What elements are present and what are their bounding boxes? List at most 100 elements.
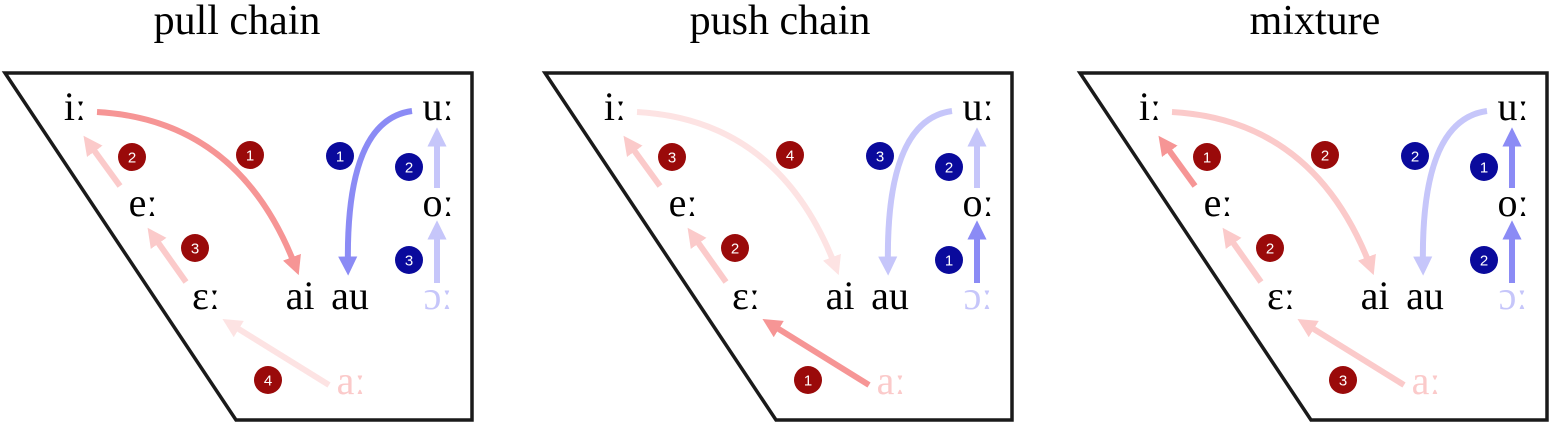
step-badge-circle — [794, 366, 822, 394]
step-number: 2 — [1480, 253, 1488, 270]
step-badge-circle — [935, 246, 963, 274]
step-badge: 2 — [1256, 234, 1284, 262]
vowel-uu: uː — [1497, 84, 1528, 129]
step-badge-circle — [181, 234, 209, 262]
step-badge: 3 — [658, 143, 686, 171]
step-number: 1 — [336, 149, 344, 166]
vowel-ai: ai — [286, 273, 315, 318]
step-badge: 4 — [254, 366, 282, 394]
vowel-oo: oː — [422, 180, 453, 225]
step-badge: 1 — [1470, 153, 1498, 181]
step-badge-circle — [1193, 143, 1221, 171]
step-number: 1 — [945, 253, 953, 270]
step-number: 4 — [786, 148, 794, 165]
vowel-ai: ai — [1361, 273, 1390, 318]
step-badge-circle — [1329, 366, 1357, 394]
step-badge-circle — [1470, 246, 1498, 274]
vowel-ii: iː — [1139, 84, 1161, 129]
vowel-open-o: ɔː — [424, 273, 453, 318]
shift-arrow-eps-to-ee — [687, 227, 729, 284]
step-badge-circle — [1470, 153, 1498, 181]
step-badge-circle — [1256, 234, 1284, 262]
panel-title: mixture — [1250, 0, 1381, 44]
step-number: 2 — [1321, 148, 1329, 165]
step-badge: 3 — [1329, 366, 1357, 394]
step-number: 3 — [405, 253, 413, 270]
shift-arrow-uu-to-au — [1413, 108, 1488, 276]
step-number: 3 — [1339, 373, 1347, 390]
step-badge: 2 — [935, 153, 963, 181]
step-badge: 1 — [1193, 143, 1221, 171]
step-number: 3 — [668, 150, 676, 167]
shift-arrow-ii-to-ai — [1171, 109, 1376, 276]
vowel-ii: iː — [64, 84, 86, 129]
vowel-space-outline — [1076, 71, 1549, 422]
vowel-ee: eː — [129, 180, 158, 225]
step-number: 2 — [731, 241, 739, 258]
step-number: 2 — [1266, 241, 1274, 258]
panel-title: push chain — [690, 0, 871, 44]
step-badge: 2 — [1401, 142, 1429, 170]
step-badge-circle — [395, 153, 423, 181]
shift-arrow-ee-to-ii — [83, 135, 123, 188]
step-badge: 2 — [118, 143, 146, 171]
step-badge: 2 — [1311, 141, 1339, 169]
vowel-oo: oː — [1497, 180, 1528, 225]
step-badge: 2 — [721, 234, 749, 262]
step-number: 1 — [1203, 150, 1211, 167]
vowel-ee: eː — [1204, 180, 1233, 225]
step-badge-circle — [395, 246, 423, 274]
vowel-au: au — [331, 273, 369, 318]
step-number: 1 — [804, 373, 812, 390]
step-badge-circle — [1311, 141, 1339, 169]
step-badge-circle — [866, 142, 894, 170]
shift-arrow-eps-to-ee — [1222, 227, 1264, 284]
vowel-au: au — [871, 273, 909, 318]
shift-arrow-aa-to-eps — [762, 318, 871, 388]
shift-arrow-aa-to-eps — [1297, 318, 1406, 388]
vowel-open-o: ɔː — [1499, 273, 1528, 318]
step-number: 3 — [191, 241, 199, 258]
step-number: 2 — [1411, 149, 1419, 166]
step-badge: 4 — [776, 141, 804, 169]
shift-arrow-uu-to-au — [338, 108, 413, 276]
step-badge-circle — [776, 141, 804, 169]
step-number: 1 — [246, 148, 254, 165]
vowel-open-o: ɔː — [964, 273, 993, 318]
step-badge-circle — [326, 142, 354, 170]
vowel-ai: ai — [826, 273, 855, 318]
vowel-aa: aː — [877, 358, 906, 403]
step-badge: 2 — [1470, 246, 1498, 274]
shift-arrow-ee-to-ii — [1158, 135, 1198, 188]
vowel-oo: oː — [962, 180, 993, 225]
step-badge: 1 — [794, 366, 822, 394]
shift-arrow-eps-to-ee — [147, 227, 189, 284]
vowel-au: au — [1406, 273, 1444, 318]
step-badge-circle — [236, 141, 264, 169]
step-badge-circle — [1401, 142, 1429, 170]
panel-title: pull chain — [154, 0, 321, 44]
step-number: 4 — [264, 373, 272, 390]
step-badge: 2 — [395, 153, 423, 181]
vowel-space-outline — [1, 71, 474, 422]
shift-arrow-aa-to-eps — [222, 318, 331, 388]
step-badge: 1 — [236, 141, 264, 169]
step-number: 2 — [405, 160, 413, 177]
shift-arrow-ee-to-ii — [623, 135, 663, 188]
step-number: 2 — [945, 160, 953, 177]
vowel-aa: aː — [337, 358, 366, 403]
step-badge-circle — [658, 143, 686, 171]
step-badge: 1 — [935, 246, 963, 274]
vowel-space-outline — [541, 71, 1014, 422]
shift-arrow-uu-to-au — [878, 108, 953, 276]
step-badge: 3 — [866, 142, 894, 170]
vowel-aa: aː — [1412, 358, 1441, 403]
vowel-uu: uː — [422, 84, 453, 129]
step-badge-circle — [254, 366, 282, 394]
vowel-eps: ɛː — [732, 273, 760, 318]
vowel-eps: ɛː — [192, 273, 220, 318]
